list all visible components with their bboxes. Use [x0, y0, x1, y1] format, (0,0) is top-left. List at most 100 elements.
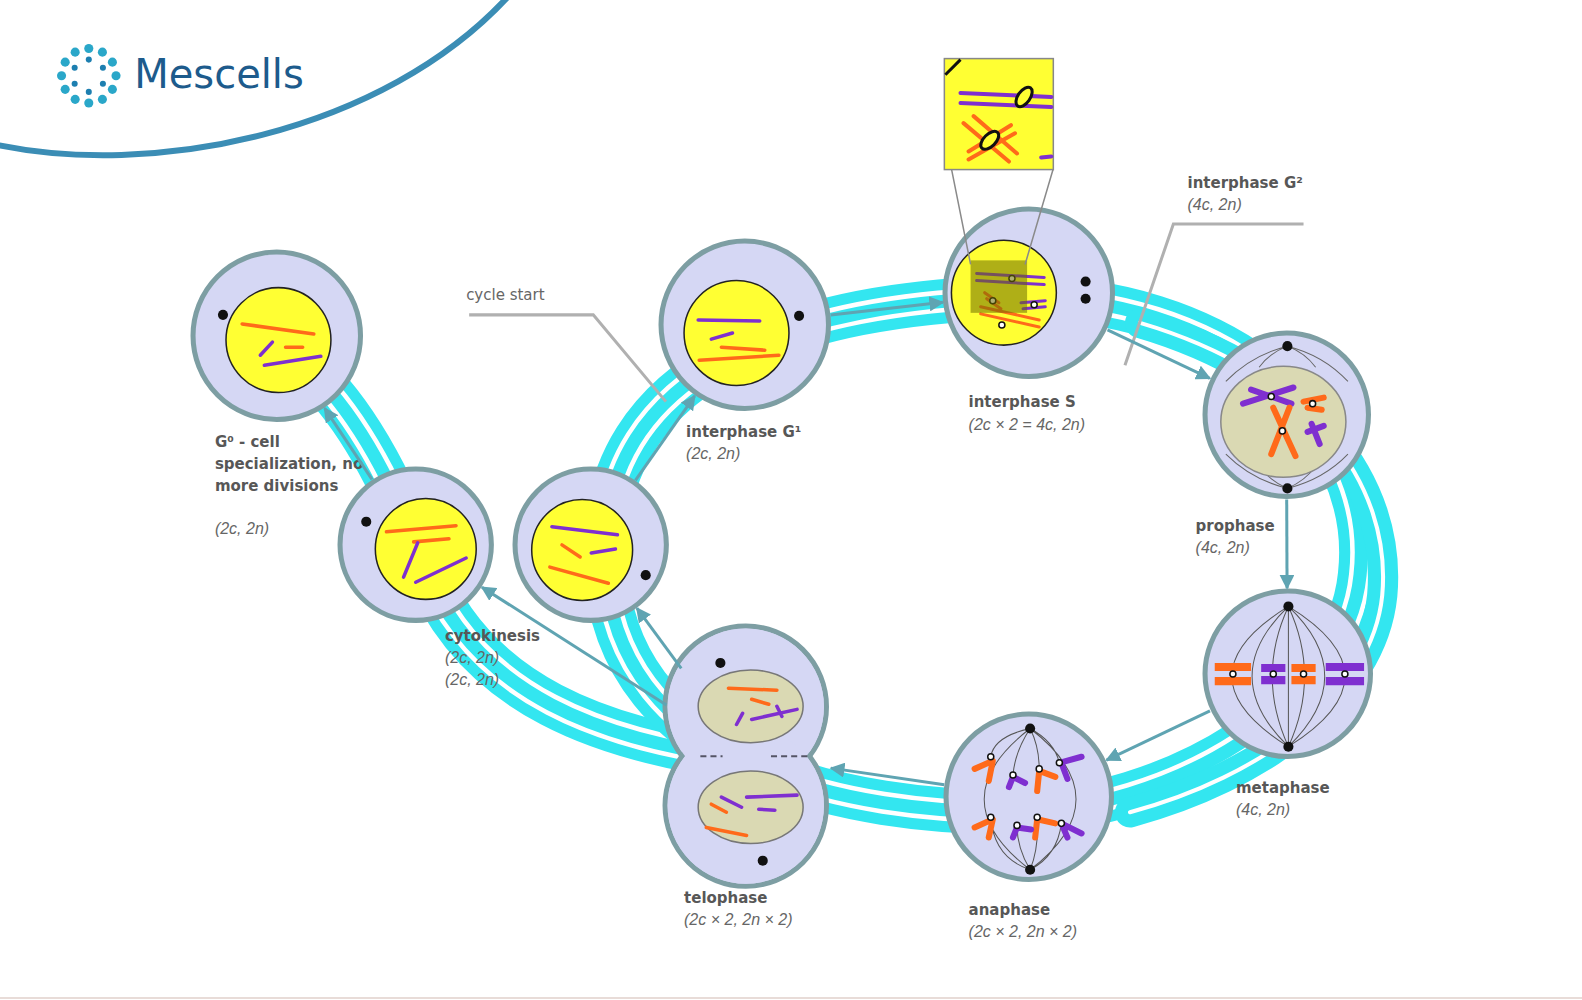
- stage-name: prophase: [1196, 515, 1275, 537]
- centrosome: [758, 856, 768, 866]
- band-extra: [1130, 323, 1383, 812]
- cycle-arrow: [637, 608, 681, 668]
- cycle-arrow-line: [831, 302, 943, 315]
- nucleus: [226, 288, 331, 393]
- chromosome: [1215, 667, 1316, 681]
- chromosome: [737, 706, 798, 724]
- cycle-arrow: [482, 587, 666, 705]
- cycle-arrow-line: [482, 587, 666, 705]
- cell-outline: [190, 249, 364, 423]
- spindle-pole: [1282, 483, 1292, 493]
- logo-dot: [108, 58, 117, 67]
- logo-text: Mescells: [134, 50, 304, 98]
- logo-dot: [108, 85, 117, 94]
- cycle-arrow: [325, 408, 372, 479]
- centromere: [1036, 766, 1042, 772]
- cycle-arrow: [635, 396, 694, 481]
- chromosome: [550, 545, 609, 583]
- centrosome: [715, 658, 725, 668]
- logo-dot: [100, 81, 106, 87]
- chromosome: [961, 93, 1052, 158]
- centromere: [990, 298, 996, 304]
- logo-dot: [61, 58, 70, 67]
- cell-membrane: [193, 252, 360, 419]
- stage-name: interphase G²: [1188, 172, 1303, 194]
- chromosome: [728, 688, 776, 704]
- cycle-arrow-line: [637, 608, 681, 668]
- centromere: [1342, 671, 1348, 677]
- cell-outline: [337, 466, 494, 623]
- centromere: [988, 814, 994, 820]
- chromosome-formula: (2c, 2n): [445, 669, 499, 691]
- leader-lines: [469, 224, 1303, 402]
- cycle-arrow: [1286, 499, 1287, 588]
- cell-fill: [667, 727, 823, 883]
- centromere: [1034, 814, 1040, 820]
- stage-name: anaphase: [969, 899, 1051, 921]
- chromosome: [977, 273, 1046, 308]
- centrosome: [361, 517, 371, 527]
- centromere: [999, 322, 1005, 328]
- logo-dot: [72, 65, 78, 71]
- centromere: [1270, 671, 1276, 677]
- cell-outline: [658, 238, 832, 412]
- spindle-pole: [1025, 723, 1035, 733]
- chromosome: [242, 324, 314, 347]
- centromere: [1009, 276, 1015, 282]
- centromere: [988, 754, 994, 760]
- leader-line: [1125, 224, 1304, 365]
- bottom-rule: [0, 997, 1582, 999]
- cycle-arrow-line: [1285, 499, 1288, 588]
- cell-circle: cytokinesis(2c, 2n): [337, 466, 494, 623]
- chromosome: [552, 527, 618, 553]
- centromere: [1013, 84, 1036, 109]
- logo-dot: [100, 65, 106, 71]
- chromosome: [721, 795, 797, 810]
- cell-circle: G⁰ - cell specialization, no more divisi…: [190, 249, 364, 423]
- stage-name: G⁰ - cell specialization, no more divisi…: [215, 431, 374, 497]
- centromere: [1310, 401, 1316, 407]
- chromosome: [1243, 388, 1324, 445]
- band-stripe: [1130, 323, 1383, 812]
- cycle-arrow: [1107, 330, 1209, 379]
- cell-circle: interphase G¹(2c, 2n): [658, 238, 832, 412]
- chromosome-formula: (2c, 2n): [686, 443, 740, 465]
- chromosome-formula: (4c, 2n): [1196, 537, 1250, 559]
- cleavage-line: [771, 755, 807, 757]
- logo-dot: [98, 95, 107, 104]
- spindle: [1226, 346, 1348, 488]
- centromere: [1058, 820, 1064, 826]
- stage-name: interphase G¹: [686, 421, 801, 443]
- zoom-box: [944, 59, 1053, 170]
- cell-membrane: [945, 209, 1112, 376]
- stage-name: cytokinesis: [445, 625, 540, 647]
- cell-membrane: [946, 714, 1111, 879]
- logo-dot: [84, 44, 93, 53]
- cell-outline: [512, 466, 669, 623]
- cell-membrane: [1205, 333, 1368, 496]
- zoom-leader: [951, 169, 1053, 265]
- spindle: [1232, 606, 1345, 746]
- cycle-arrow-line: [325, 408, 372, 479]
- chromosome-formula: (2c × 2, 2n × 2): [684, 909, 793, 931]
- cycle-arrow-line: [1107, 711, 1210, 760]
- cycle-arrow: [831, 302, 943, 315]
- nucleus: [375, 498, 476, 599]
- cell-outline: [1202, 588, 1374, 760]
- nucleus: [698, 670, 803, 743]
- logo-dot: [86, 57, 92, 63]
- nucleus: [684, 281, 789, 386]
- logo-dot: [98, 48, 107, 57]
- dividing-cell: telophase(2c × 2, 2n × 2): [660, 624, 832, 888]
- logo-dot: [71, 95, 80, 104]
- callout-text: cycle start: [466, 285, 544, 305]
- spindle-pole: [1283, 601, 1293, 611]
- cell-outline: [943, 711, 1115, 883]
- cell-membrane: [340, 469, 491, 620]
- chromosome: [1261, 667, 1364, 681]
- chromosome: [404, 543, 467, 582]
- chromosome-formula: (2c, 2n): [445, 647, 499, 669]
- cell-outline: [1202, 330, 1372, 500]
